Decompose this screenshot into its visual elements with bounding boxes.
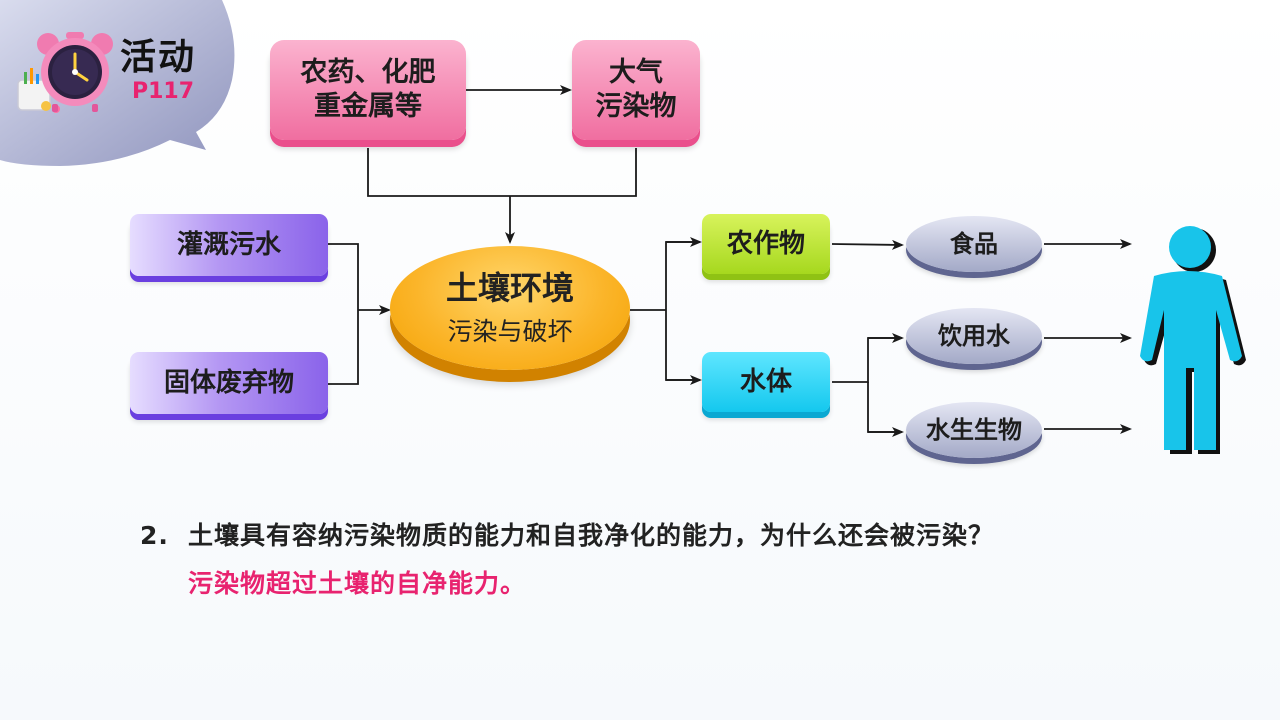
question-text: 2. 土壤具有容纳污染物质的能力和自我净化的能力，为什么还会被污染？: [140, 516, 994, 552]
crops-box: 农作物: [702, 214, 830, 274]
activity-page-ref: P117: [132, 79, 195, 104]
question-number: 2.: [140, 521, 169, 550]
soil-title: 土壤环境: [445, 269, 574, 308]
irrigation-sewage-box: 灌溉污水: [130, 214, 328, 276]
solid-waste-box: 固体废弃物: [130, 352, 328, 414]
water-body-box: 水体: [702, 352, 830, 412]
soil-environment-node: 土壤环境 污染与破坏: [390, 246, 630, 370]
pesticides-line2: 重金属等: [314, 91, 422, 122]
soil-subtitle: 污染与破坏: [447, 317, 573, 347]
pesticides-line1: 农药、化肥: [300, 57, 436, 89]
air-pollutants-box: 大气 污染物: [572, 40, 700, 140]
food-oval: 食品: [906, 216, 1042, 272]
drinking-water-oval: 饮用水: [906, 308, 1042, 364]
answer-text: 污染物超过土壤的自净能力。: [188, 569, 527, 598]
air-line2: 污染物: [595, 91, 677, 122]
alarm-clock-icon: [17, 32, 113, 113]
air-line1: 大气: [609, 57, 663, 89]
question-body: 土壤具有容纳污染物质的能力和自我净化的能力，为什么还会被污染？: [188, 521, 995, 550]
aquatic-life-oval: 水生生物: [906, 402, 1042, 458]
pesticides-fertilizer-box: 农药、化肥 重金属等: [270, 40, 466, 140]
activity-title: 活动: [120, 37, 197, 78]
person-icon: [1140, 226, 1246, 454]
